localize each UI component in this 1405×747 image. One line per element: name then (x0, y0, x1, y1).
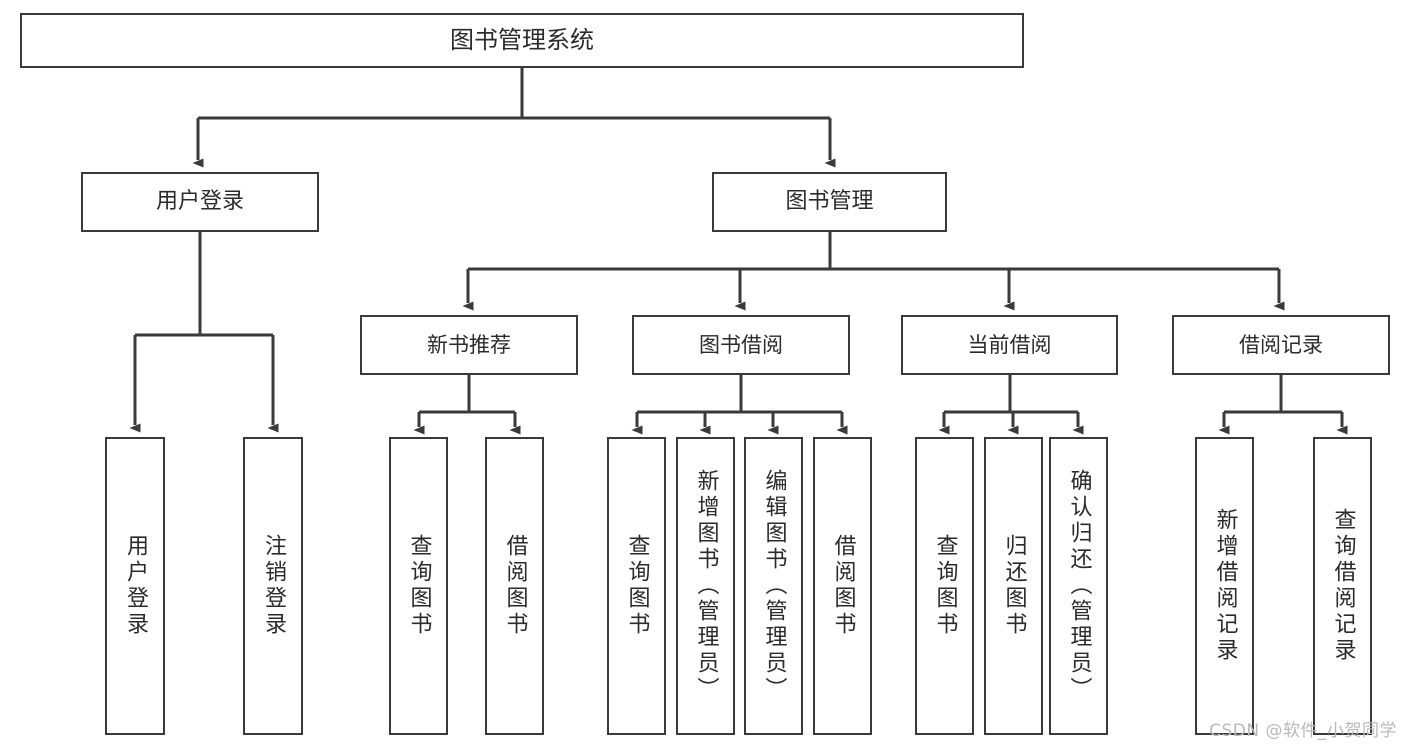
node-borrow-record[interactable]: 借阅记录 (1172, 315, 1390, 375)
node-leaf-query-record[interactable]: 查询借阅记录 (1313, 437, 1372, 735)
node-leaf-edit-book[interactable]: 编辑图书（管理员） (744, 437, 803, 735)
node-leaf-add-book[interactable]: 新增图书（管理员） (676, 437, 735, 735)
node-leaf-add-record[interactable]: 新增借阅记录 (1195, 437, 1254, 735)
node-label: 注销登录 (261, 534, 286, 638)
node-label: 新增借阅记录 (1212, 508, 1238, 664)
node-label: 新书推荐 (427, 332, 511, 357)
node-user-login[interactable]: 用户登录 (81, 172, 319, 232)
node-book-borrow[interactable]: 图书借阅 (632, 315, 850, 375)
node-leaf-query-book-1[interactable]: 查询图书 (389, 437, 448, 735)
node-leaf-borrow-book-1[interactable]: 借阅图书 (485, 437, 544, 735)
node-label: 新增图书（管理员） (693, 469, 719, 703)
node-label: 借阅记录 (1239, 332, 1323, 357)
node-book-manage[interactable]: 图书管理 (712, 172, 947, 232)
node-label: 用户登录 (155, 189, 244, 215)
node-label: 查询图书 (406, 534, 432, 638)
node-label: 图书管理 (785, 189, 874, 215)
node-label: 用户登录 (123, 534, 148, 638)
node-label: 查询借阅记录 (1330, 508, 1356, 664)
node-label: 借阅图书 (502, 534, 528, 638)
node-label: 确认归还（管理员） (1066, 469, 1092, 703)
node-label: 查询图书 (932, 534, 958, 638)
node-leaf-borrow-book-2[interactable]: 借阅图书 (813, 437, 872, 735)
node-label: 查询图书 (624, 534, 650, 638)
node-label: 借阅图书 (830, 534, 856, 638)
node-root[interactable]: 图书管理系统 (20, 13, 1024, 68)
node-label: 当前借阅 (967, 332, 1052, 357)
node-leaf-confirm-return[interactable]: 确认归还（管理员） (1049, 437, 1108, 735)
csdn-watermark: CSDN @软件_小贺同学 (1209, 721, 1397, 741)
node-label: 归还图书 (1001, 534, 1027, 638)
node-new-book-recommend[interactable]: 新书推荐 (360, 315, 578, 375)
node-leaf-return-book[interactable]: 归还图书 (984, 437, 1043, 735)
node-leaf-logout[interactable]: 注销登录 (243, 437, 303, 735)
node-label: 图书借阅 (699, 332, 783, 357)
node-leaf-query-book-3[interactable]: 查询图书 (915, 437, 974, 735)
node-leaf-query-book-2[interactable]: 查询图书 (607, 437, 666, 735)
node-label: 编辑图书（管理员） (761, 469, 787, 703)
node-leaf-user-login[interactable]: 用户登录 (105, 437, 165, 735)
node-current-borrow[interactable]: 当前借阅 (901, 315, 1118, 375)
node-label: 图书管理系统 (450, 25, 594, 54)
